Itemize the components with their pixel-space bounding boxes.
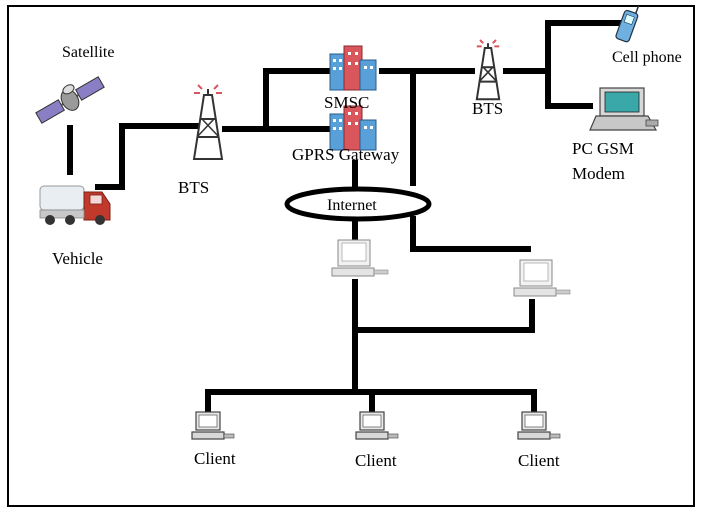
antenna-tower-icon: [192, 84, 224, 160]
connection-lines: [67, 20, 623, 415]
label-smsc: SMSC: [324, 93, 369, 112]
label-client-3: Client: [518, 451, 560, 470]
label-cell-phone: Cell phone: [612, 49, 682, 66]
label-client-2: Client: [355, 451, 397, 470]
desktop-computer-icon: [191, 411, 235, 440]
laptop-icon: [589, 87, 659, 131]
label-vehicle: Vehicle: [52, 249, 103, 268]
label-bts-right: BTS: [472, 99, 503, 118]
desktop-computer-icon: [513, 259, 571, 297]
label-pc-gsm: PC GSM: [572, 139, 634, 158]
link-internet-server-2: [410, 216, 531, 252]
link-bts-smsc-gprs: [263, 68, 333, 132]
diagram-border: [7, 5, 695, 507]
desktop-computer-icon: [331, 239, 389, 277]
cell-phone-icon: [615, 5, 640, 43]
building-icon: [329, 105, 377, 151]
link-server2-join: [356, 299, 535, 333]
link-phone-modem: [545, 20, 623, 109]
label-bts-left: BTS: [178, 178, 209, 197]
label-client-1: Client: [194, 449, 236, 468]
label-modem: Modem: [572, 164, 625, 183]
desktop-computer-icon: [355, 411, 399, 440]
desktop-computer-icon: [517, 411, 561, 440]
building-icon: [329, 45, 377, 91]
antenna-tower-icon: [475, 39, 501, 101]
satellite-icon: [35, 76, 105, 124]
label-internet: Internet: [327, 197, 377, 214]
internet-ellipse: [284, 186, 432, 222]
link-vehicle-bts: [95, 123, 199, 190]
truck-icon: [39, 185, 111, 225]
label-gprs-gateway: GPRS Gateway: [292, 145, 400, 164]
label-satellite: Satellite: [62, 44, 114, 61]
